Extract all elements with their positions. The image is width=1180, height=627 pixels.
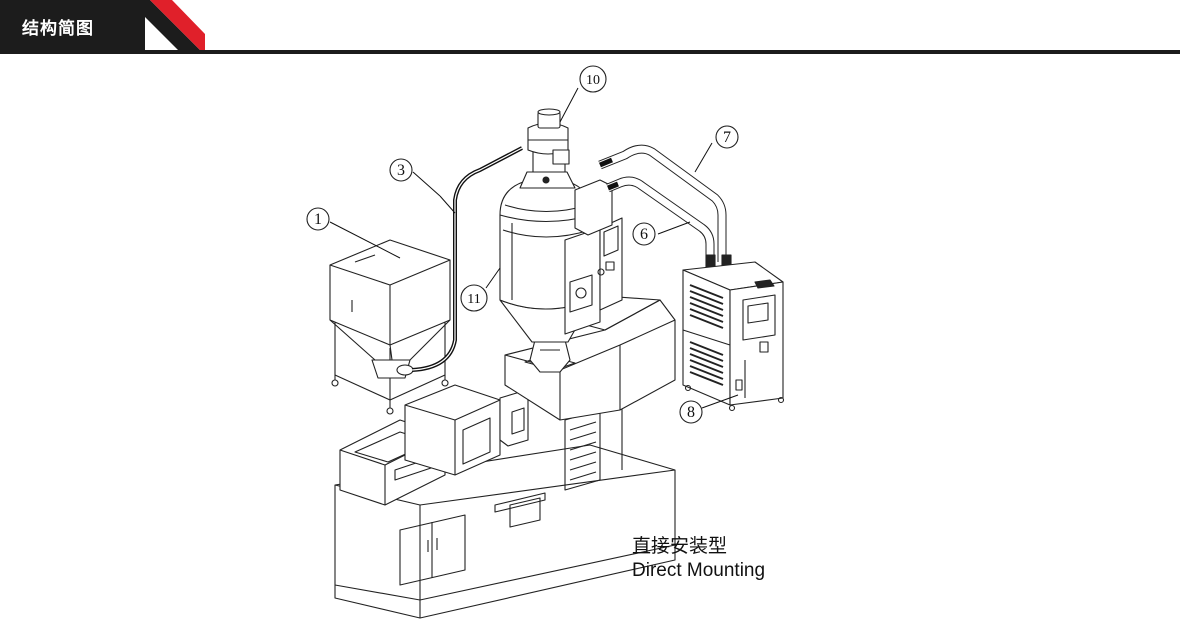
svg-text:1: 1 bbox=[314, 211, 322, 228]
diagram-caption: 直接安装型 Direct Mounting bbox=[632, 535, 765, 583]
svg-text:3: 3 bbox=[397, 162, 405, 179]
callout-8: 8 bbox=[679, 400, 703, 424]
material-bin bbox=[329, 239, 451, 415]
header-divider bbox=[0, 50, 1180, 54]
hopper-dryer bbox=[499, 108, 623, 373]
caption-english: Direct Mounting bbox=[632, 560, 766, 581]
header-tab bbox=[0, 0, 145, 50]
header-accent-slash bbox=[128, 0, 205, 50]
svg-text:6: 6 bbox=[640, 226, 648, 243]
dehumidifier-unit bbox=[682, 261, 785, 412]
callout-7: 7 bbox=[715, 125, 739, 149]
svg-text:7: 7 bbox=[723, 129, 731, 146]
svg-text:10: 10 bbox=[586, 73, 600, 88]
callout-leaders bbox=[329, 87, 739, 409]
svg-text:8: 8 bbox=[687, 404, 695, 421]
callout-11: 11 bbox=[460, 284, 488, 312]
svg-text:11: 11 bbox=[467, 292, 480, 307]
caption-chinese: 直接安装型 bbox=[632, 536, 728, 557]
callout-10: 10 bbox=[579, 65, 607, 93]
callout-6: 6 bbox=[632, 222, 656, 246]
callout-1: 1 bbox=[306, 207, 330, 231]
section-header: 结构简图 bbox=[0, 0, 1180, 55]
callout-3: 3 bbox=[389, 158, 413, 182]
injection-machine bbox=[334, 294, 676, 619]
section-title: 结构简图 bbox=[22, 19, 94, 39]
side-louvers bbox=[564, 409, 601, 491]
